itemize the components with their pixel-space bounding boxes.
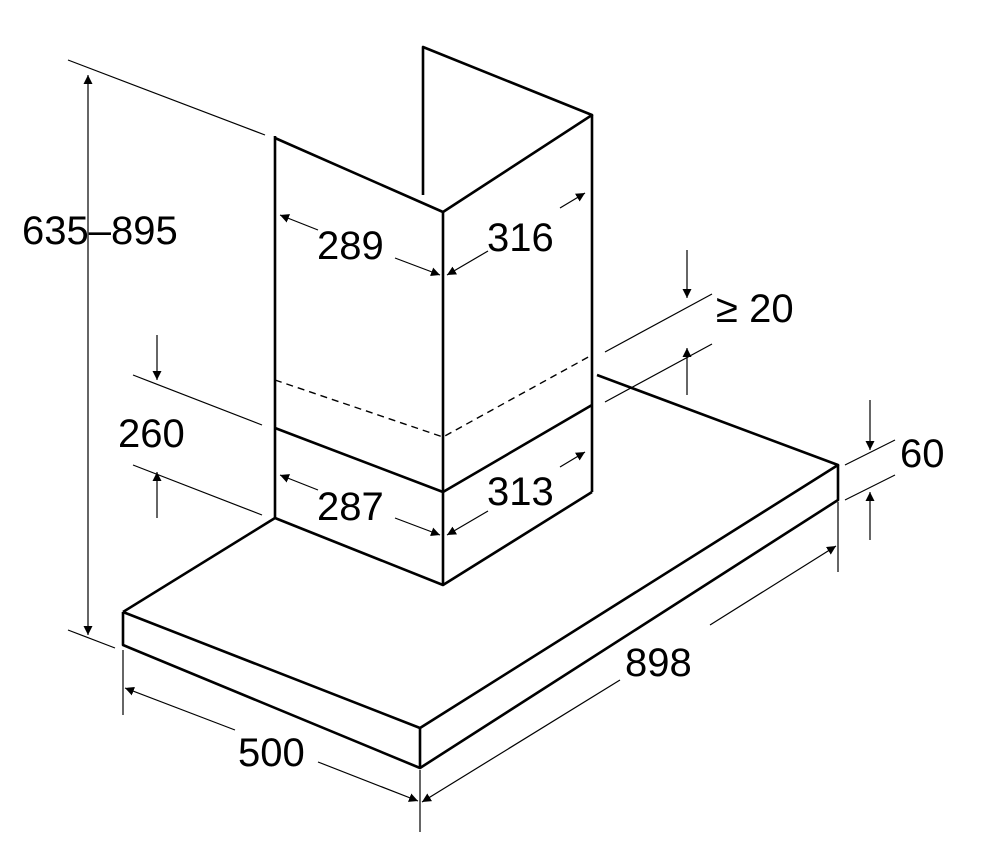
label-upper-depth: 289: [317, 224, 384, 268]
dimension-labels: 635–895 289 316 ≥ 20 260 287 313 60 898 …: [22, 209, 945, 775]
label-hood-thickness: 60: [900, 432, 945, 476]
label-total-height: 635–895: [22, 209, 178, 253]
label-hood-width: 898: [625, 641, 692, 685]
dimension-lines: [67, 59, 896, 832]
label-hood-depth: 500: [238, 731, 305, 775]
label-min-gap: ≥ 20: [716, 287, 794, 331]
label-lower-width: 313: [487, 470, 554, 514]
chimney: [273, 45, 594, 587]
hood-body: [121, 373, 840, 770]
label-lower-depth: 287: [317, 485, 384, 529]
label-lower-height: 260: [118, 412, 185, 456]
label-upper-width: 316: [487, 216, 554, 260]
